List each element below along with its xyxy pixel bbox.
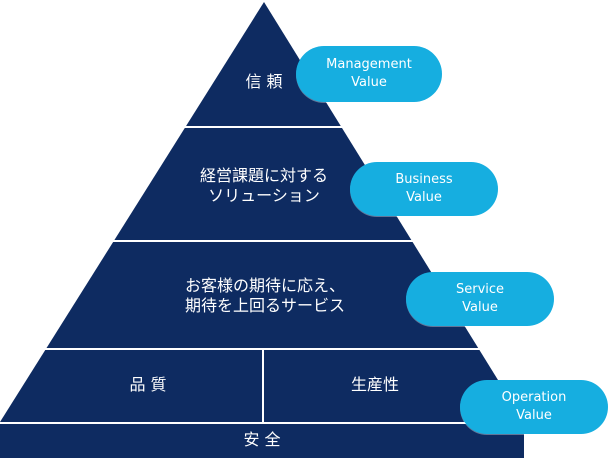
tier-third-line1: お客様の期待に応え、: [184, 276, 345, 295]
management-value-pill: Management Value: [296, 46, 442, 102]
management-value-line1: Management: [326, 57, 412, 72]
tier-top-label: 信 頼: [245, 72, 283, 91]
business-value-pill: Business Value: [350, 162, 498, 216]
tier-safety-label: 安 全: [243, 430, 281, 449]
service-value-line1: Service: [455, 282, 505, 297]
operation-value-line1: Operation: [501, 390, 567, 405]
service-value-line2: Value: [462, 300, 498, 315]
tier-second-line2: ソリューション: [208, 186, 320, 205]
tier-third-text: お客様の期待に応え、 期待を上回るサービス: [140, 276, 390, 316]
tier-third-line2: 期待を上回るサービス: [184, 296, 345, 315]
operation-value-line2: Value: [516, 408, 552, 423]
business-value-line1: Business: [395, 172, 453, 187]
tier-quality-label: 品 質: [129, 375, 167, 394]
tier-second-line1: 経営課題に対する: [199, 166, 328, 185]
tier-second-text: 経営課題に対する ソリューション: [164, 166, 364, 206]
operation-value-pill: Operation Value: [460, 380, 608, 434]
tier-productivity-label: 生産性: [350, 375, 399, 394]
management-value-line2: Value: [351, 75, 387, 90]
service-value-pill: Service Value: [406, 272, 554, 326]
business-value-line2: Value: [406, 190, 442, 205]
base-band: [0, 424, 524, 458]
pyramid-shape: [0, 2, 524, 422]
